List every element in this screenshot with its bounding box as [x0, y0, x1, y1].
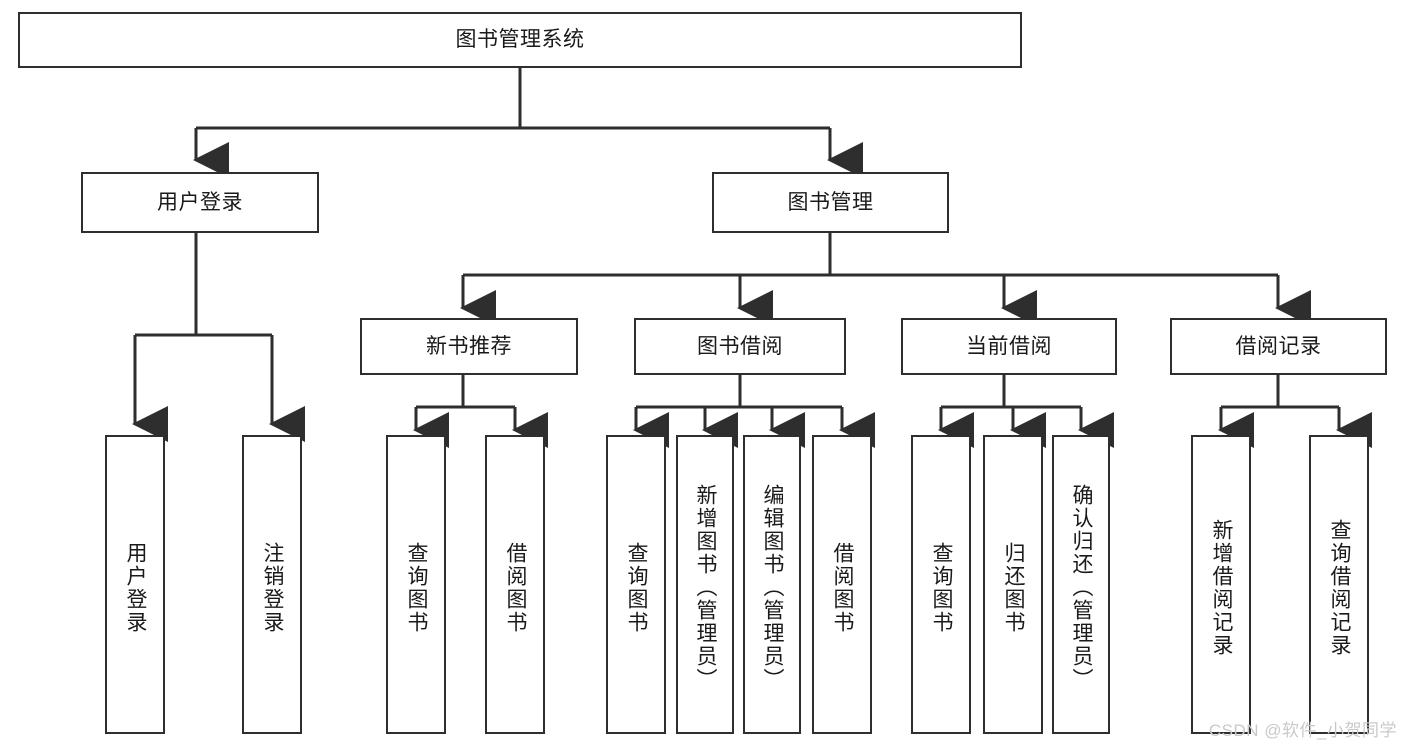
- node-leaf-user-login-label: 用户登录: [124, 541, 147, 634]
- node-leaf-add-record-label: 新增借阅记录: [1210, 518, 1233, 657]
- node-leaf-query-record[interactable]: 查询借阅记录: [1309, 435, 1369, 734]
- node-leaf-user-login[interactable]: 用户登录: [105, 435, 165, 734]
- node-root[interactable]: 图书管理系统: [18, 12, 1022, 68]
- node-leaf-borrow-book-2-label: 借阅图书: [831, 541, 854, 634]
- node-leaf-borrow-book-2[interactable]: 借阅图书: [812, 435, 872, 734]
- node-book-borrow[interactable]: 图书借阅: [634, 318, 846, 375]
- node-book-manage[interactable]: 图书管理: [712, 172, 949, 233]
- node-new-book-rec-label: 新书推荐: [426, 334, 512, 358]
- node-leaf-query-record-label: 查询借阅记录: [1328, 518, 1351, 657]
- node-leaf-return-book[interactable]: 归还图书: [983, 435, 1043, 734]
- node-leaf-query-book-3-label: 查询图书: [930, 541, 953, 634]
- node-leaf-logout-login[interactable]: 注销登录: [242, 435, 302, 734]
- node-leaf-query-book-1-label: 查询图书: [405, 541, 428, 634]
- node-leaf-edit-book[interactable]: 编辑图书（管理员）: [743, 435, 801, 734]
- node-borrow-record-label: 借阅记录: [1235, 334, 1322, 358]
- node-leaf-edit-book-label: 编辑图书（管理员）: [761, 484, 784, 691]
- node-leaf-borrow-book-1-label: 借阅图书: [504, 541, 527, 634]
- node-leaf-add-book-label: 新增图书（管理员）: [694, 484, 717, 691]
- node-user-login-label: 用户登录: [157, 190, 243, 214]
- node-leaf-query-book-2-label: 查询图书: [625, 541, 648, 634]
- node-current-borrow[interactable]: 当前借阅: [901, 318, 1117, 375]
- node-book-borrow-label: 图书借阅: [697, 334, 783, 358]
- node-borrow-record[interactable]: 借阅记录: [1170, 318, 1387, 375]
- node-leaf-query-book-3[interactable]: 查询图书: [911, 435, 971, 734]
- node-new-book-rec[interactable]: 新书推荐: [360, 318, 578, 375]
- node-book-manage-label: 图书管理: [787, 190, 874, 214]
- node-leaf-query-book-2[interactable]: 查询图书: [606, 435, 666, 734]
- node-root-label: 图书管理系统: [455, 28, 585, 52]
- node-leaf-logout-login-label: 注销登录: [261, 541, 284, 634]
- node-leaf-confirm-return[interactable]: 确认归还（管理员）: [1052, 435, 1110, 734]
- node-current-borrow-label: 当前借阅: [966, 334, 1052, 358]
- node-leaf-add-book[interactable]: 新增图书（管理员）: [676, 435, 734, 734]
- node-leaf-borrow-book-1[interactable]: 借阅图书: [485, 435, 545, 734]
- node-leaf-query-book-1[interactable]: 查询图书: [386, 435, 446, 734]
- node-leaf-return-book-label: 归还图书: [1002, 541, 1025, 634]
- node-leaf-confirm-return-label: 确认归还（管理员）: [1070, 484, 1093, 691]
- node-leaf-add-record[interactable]: 新增借阅记录: [1191, 435, 1251, 734]
- node-user-login[interactable]: 用户登录: [81, 172, 319, 233]
